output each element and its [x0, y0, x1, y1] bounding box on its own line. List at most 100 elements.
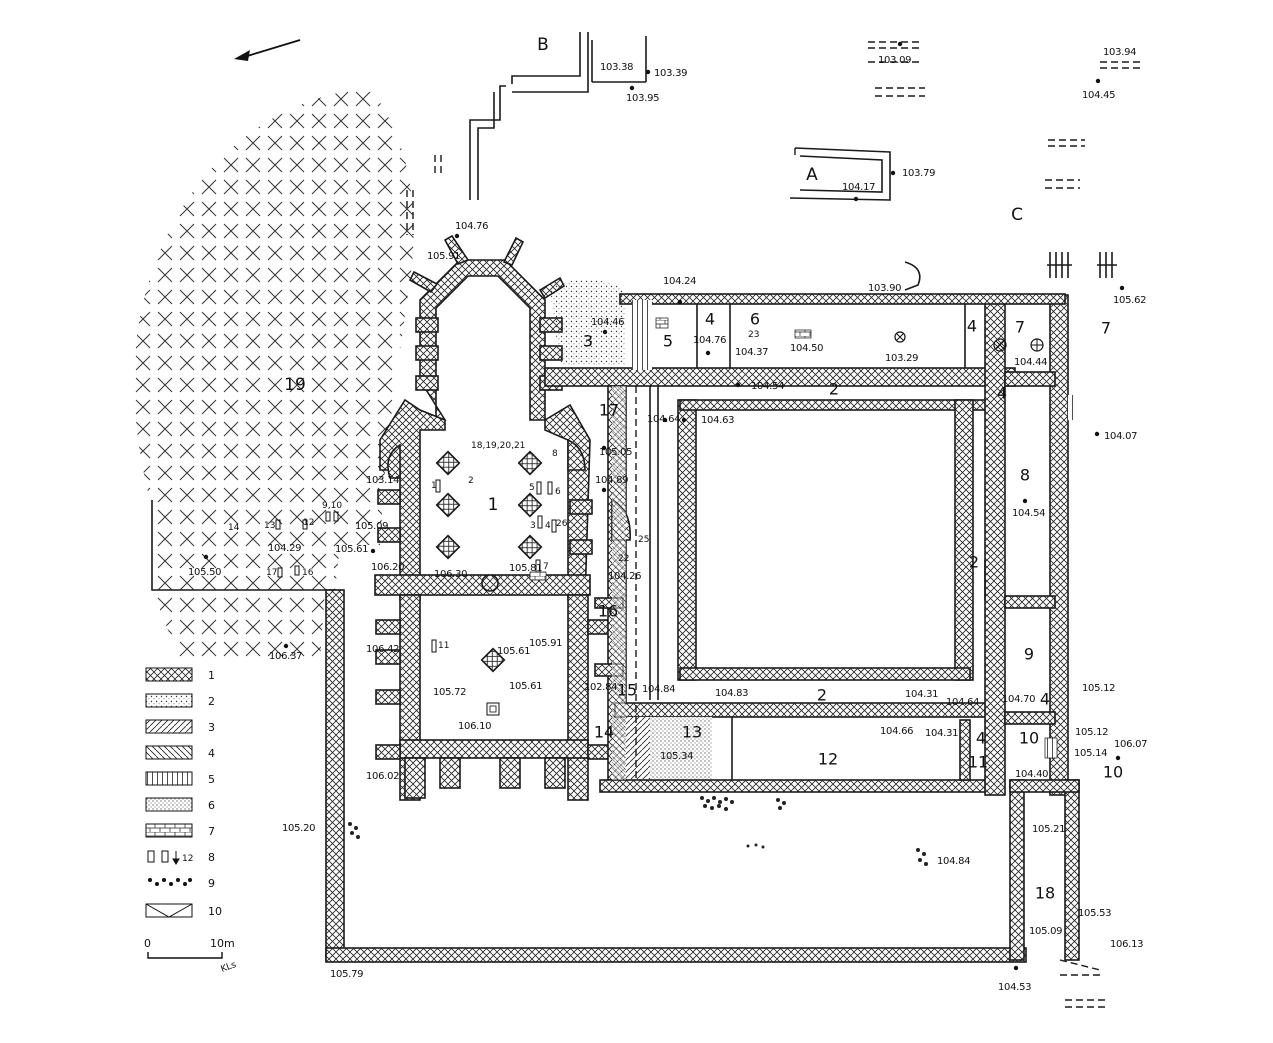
mark-3: 3	[530, 521, 536, 531]
elevation-e62: 105.09	[1029, 926, 1062, 937]
elevation-point-e3	[629, 85, 635, 91]
room-2-label-east: 2	[969, 553, 979, 572]
mark-12: 12	[303, 518, 314, 528]
elevation-e30: 106.20	[371, 562, 404, 573]
elevation-e35: 104.54	[1012, 508, 1045, 519]
elevation-point-e19	[1119, 285, 1125, 291]
elevation-e54: 105.12	[1075, 727, 1108, 738]
elevation-e13: 104.76	[693, 335, 726, 346]
elevation-e5: 103.94	[1103, 47, 1136, 58]
room-10-label-a: 10	[1019, 729, 1039, 748]
scale-start: 0	[144, 937, 151, 950]
elevation-e34: 104.26	[608, 571, 641, 582]
area-c-marks	[868, 41, 1140, 291]
elevation-e23: 104.07	[1104, 431, 1137, 442]
elevation-e14: 104.37	[735, 347, 768, 358]
elevation-e45: 104.31	[905, 689, 938, 700]
elevation-e22: 104.63	[701, 415, 734, 426]
mark-7: 7	[543, 562, 549, 572]
elevation-e10: 105.91	[427, 251, 460, 262]
elevation-e40: 105.61	[509, 681, 542, 692]
room-7-label-b: 7	[1101, 319, 1111, 338]
scale-bar: 0 10m KLs	[144, 937, 238, 975]
area-a-structure	[789, 147, 891, 201]
room-2-label-north: 2	[829, 380, 839, 399]
mark-26: 26	[556, 519, 568, 529]
legend-label-2: 2	[208, 695, 215, 708]
elevation-point-e7	[890, 170, 896, 176]
elevation-e26: 103.14	[366, 475, 399, 486]
elevation-e18: 104.44	[1014, 357, 1047, 368]
elevation-e48: 105.12	[1082, 683, 1115, 694]
legend-label-7: 7	[208, 825, 215, 838]
elevation-e37: 106.42	[366, 644, 399, 655]
elevation-e20: 104.54	[751, 381, 784, 392]
elevation-point-e13	[705, 350, 711, 356]
elevation-point-e56	[1115, 755, 1121, 761]
mark-8: 8	[552, 449, 558, 459]
well-symbols	[486, 317, 1076, 759]
room-4-label-c: 4	[997, 384, 1007, 403]
room-3-label: 3	[583, 332, 593, 351]
elevation-e16: 103.29	[885, 353, 918, 364]
elevation-e29: 105.61	[335, 544, 368, 555]
elevation-e3: 103.95	[626, 93, 659, 104]
elevation-e1: 103.38	[600, 62, 633, 73]
elevation-e8: 104.17	[842, 182, 875, 193]
room-19-label: 19	[284, 375, 306, 395]
mark-18-21: 18,19,20,21	[471, 441, 525, 451]
room-4-label-a: 4	[705, 310, 715, 329]
legend-label-1: 1	[208, 669, 215, 682]
elevation-e47: 104.70	[1002, 694, 1035, 705]
elevation-point-e20	[735, 382, 741, 388]
room-12-label: 12	[818, 750, 838, 769]
elevation-e4: 103.09	[878, 55, 911, 66]
room-18-label: 18	[1035, 884, 1055, 903]
elevation-e24: 105.05	[599, 447, 632, 458]
room-2-label-south: 2	[817, 686, 827, 705]
elevation-e17: 103.90	[868, 283, 901, 294]
mark-22: 22	[618, 554, 629, 564]
room-9-label: 9	[1024, 645, 1034, 664]
room-17-label: 17	[599, 401, 619, 420]
elevation-e63: 106.13	[1110, 939, 1143, 950]
elevation-e58: 105.20	[282, 823, 315, 834]
elevation-point-e8	[853, 196, 859, 202]
grave-marks	[275, 479, 557, 653]
room-labels: 1 2 2 2 3 4 4 4 4 4 5 6 7 7 8 9 10 10 11…	[284, 310, 1123, 903]
mark-1: 1	[431, 481, 437, 491]
room-fills	[550, 279, 986, 780]
room-14-label: 14	[594, 723, 614, 742]
mark-25: 25	[638, 535, 649, 545]
elevation-e32: 106.30	[434, 569, 467, 580]
elevation-point-e31	[203, 554, 209, 560]
site-letter-a: A	[806, 165, 818, 185]
elevation-e7: 103.79	[902, 168, 935, 179]
room-5-label: 5	[663, 332, 673, 351]
room-4-label-d: 4	[1040, 690, 1050, 709]
legend-label-9: 9	[208, 877, 215, 890]
mark-9-10: 9,10	[322, 501, 342, 511]
legend-label-4: 4	[208, 747, 215, 760]
elevation-point-e9	[454, 233, 460, 239]
elevation-e15: 104.50	[790, 343, 823, 354]
elevation-e38: 105.61	[497, 646, 530, 657]
room-1-label: 1	[488, 495, 499, 515]
elevation-point-e35	[1022, 498, 1028, 504]
area-19-demolished-zone	[134, 88, 414, 660]
elevation-e33: 105.81	[509, 563, 542, 574]
elevation-e65: 104.53	[998, 982, 1031, 993]
legend: 1 2 3 4 5 6 7 8 12 9 10	[145, 667, 222, 918]
elevation-e27: 105.09	[355, 521, 388, 532]
north-arrow-icon	[234, 39, 301, 61]
elevation-e51: 104.66	[880, 726, 913, 737]
elevation-e57: 106.02	[366, 771, 399, 782]
elevation-e9: 104.76	[455, 221, 488, 232]
elevation-point-e22	[681, 417, 687, 423]
elevation-point-e24	[601, 445, 607, 451]
elevation-point-e12	[602, 329, 608, 335]
site-letter-c: C	[1011, 205, 1023, 225]
room-15-label: 15	[617, 681, 637, 700]
elevation-e36: 106.37	[269, 651, 302, 662]
